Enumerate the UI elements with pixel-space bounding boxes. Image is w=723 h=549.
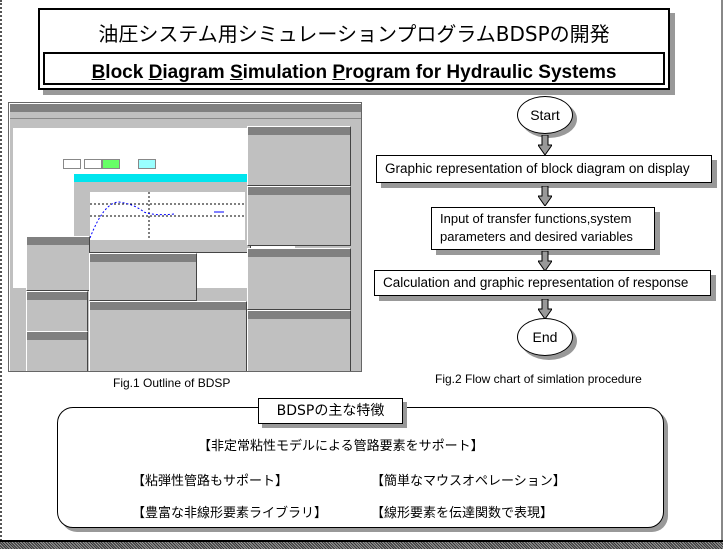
page-left-border — [0, 0, 3, 541]
palette-window — [247, 126, 351, 186]
nonlinear-palette-window — [89, 301, 247, 371]
features-heading: BDSPの主な特徴 — [258, 398, 403, 424]
title-initial: B — [91, 62, 106, 83]
figure2-caption: Fig.2 Flow chart of simlation procedure — [435, 372, 642, 386]
title-box: 油圧システム用シミュレーションプログラムBDSPの開発 Block Diagra… — [38, 8, 670, 90]
title-english: Block Diagram Simulation Program for Hyd… — [45, 62, 663, 84]
palette-window — [247, 310, 351, 371]
feature-item: 【豊富な非線形要素ライブラリ】 — [132, 506, 328, 521]
flow-end: End — [517, 318, 573, 356]
title-japanese: 油圧システム用シミュレーションプログラムBDSPの開発 — [98, 22, 610, 46]
title-word: rogram — [345, 62, 411, 83]
palette-window — [247, 186, 351, 246]
flow-start: Start — [517, 96, 573, 134]
title-initial: S — [229, 62, 243, 83]
block-icon — [63, 159, 81, 169]
flow-arrow-icon — [538, 186, 552, 206]
palette-window — [26, 291, 88, 335]
block-icon — [138, 159, 156, 169]
pipeline-window — [26, 236, 90, 291]
flow-arrow-icon — [538, 135, 552, 155]
title-word: iagram — [162, 62, 225, 83]
block-icon — [102, 159, 120, 169]
main-titlebar — [10, 104, 361, 112]
title-word: lock — [105, 62, 144, 83]
palette-window — [89, 253, 197, 301]
figure1-caption: Fig.1 Outline of BDSP — [113, 376, 231, 390]
title-initial: P — [332, 62, 346, 83]
flow-step-1: Graphic representation of block diagram … — [376, 155, 712, 183]
title-initial: D — [148, 62, 163, 83]
feature-item: 【非定常粘性モデルによる管路要素をサポート】 — [198, 439, 484, 454]
graph-titlebar — [74, 174, 250, 182]
feature-item: 【粘弾性管路もサポート】 — [132, 474, 289, 489]
flow-arrow-icon — [538, 251, 552, 271]
palette-window — [26, 331, 88, 371]
title-tail: for Hydraulic Systems — [415, 62, 617, 83]
page-bottom-bar — [0, 540, 723, 549]
features-box: 【非定常粘性モデルによる管路要素をサポート】 【粘弾性管路もサポート】 【簡単な… — [57, 407, 664, 528]
block-icon — [84, 159, 102, 169]
flow-arrow-icon — [538, 299, 552, 319]
bdsp-screenshot — [8, 102, 362, 372]
response-graph-window — [73, 173, 251, 253]
title-word: imulation — [242, 62, 328, 83]
response-curve — [89, 201, 175, 239]
palette-window — [247, 248, 351, 310]
feature-item: 【線形要素を伝達関数で表現】 — [371, 506, 554, 521]
response-graph — [89, 192, 245, 240]
menu-bar — [10, 112, 361, 119]
feature-item: 【簡単なマウスオペレーション】 — [371, 474, 566, 489]
flow-step-2: Input of transfer functions,system param… — [431, 207, 655, 250]
page-right-border — [721, 0, 723, 541]
flow-step-3: Calculation and graphic representation o… — [374, 270, 711, 296]
